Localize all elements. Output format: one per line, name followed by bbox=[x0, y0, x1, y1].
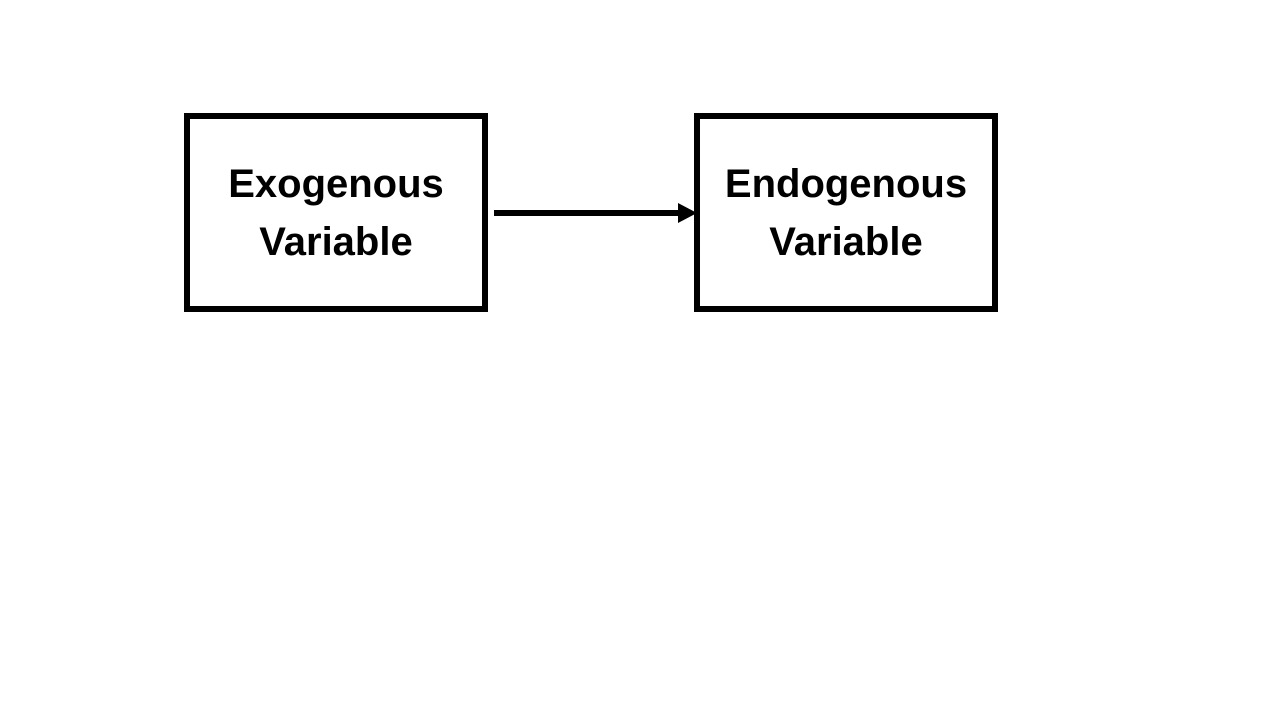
endogenous-label-line-1: Endogenous bbox=[724, 161, 968, 206]
endogenous-variable-box: Endogenous Variable bbox=[694, 113, 998, 312]
exogenous-variable-label: Exogenous Variable bbox=[228, 155, 444, 271]
endogenous-variable-label: Endogenous Variable bbox=[725, 155, 967, 271]
arrowhead-icon bbox=[678, 203, 697, 223]
exogenous-label-line-2: Variable bbox=[259, 219, 413, 264]
exogenous-variable-box: Exogenous Variable bbox=[184, 113, 488, 312]
exogenous-label-line-1: Exogenous bbox=[228, 161, 444, 206]
endogenous-label-line-2: Variable bbox=[769, 219, 923, 264]
